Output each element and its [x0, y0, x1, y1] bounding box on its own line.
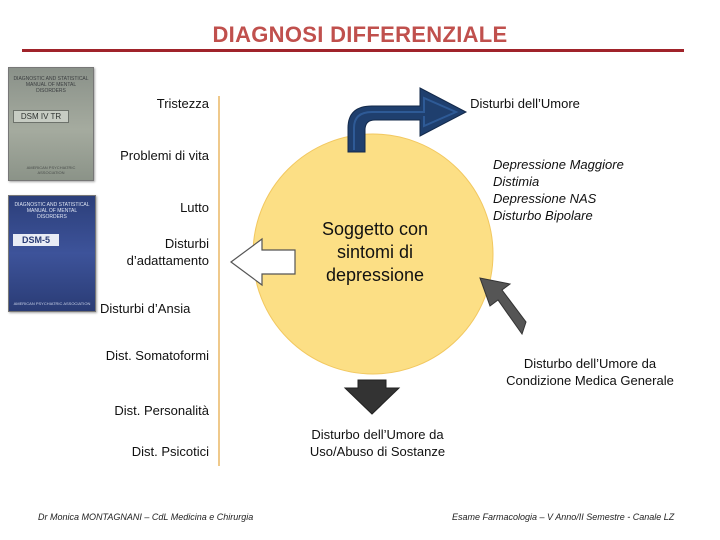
item-dist-personalita: Dist. Personalità — [114, 402, 209, 419]
label-uso-abuso-sostanze: Disturbo dell’Umore da Uso/Abuso di Sost… — [285, 426, 470, 460]
item-lutto: Lutto — [180, 199, 209, 216]
mood-item-depressione-nas: Depressione NAS — [493, 190, 653, 207]
label-disturbi-umore: Disturbi dell’Umore — [470, 95, 580, 112]
arrow-down-right — [480, 278, 526, 334]
item-disturbi-ansia: Disturbi d’Ansia — [100, 300, 190, 317]
mood-item-depressione-maggiore: Depressione Maggiore — [493, 156, 653, 173]
label-condizione-medica: Disturbo dell’Umore da Condizione Medica… — [500, 355, 680, 389]
mood-item-distimia: Distimia — [493, 173, 653, 190]
item-dist-somatoformi: Dist. Somatoformi — [106, 347, 209, 364]
mood-disorders-list: Depressione Maggiore Distimia Depression… — [493, 156, 653, 224]
arrow-down — [345, 380, 399, 414]
item-dist-psicotici: Dist. Psicotici — [132, 443, 209, 460]
item-disturbi-adattamento: Disturbi d’adattamento — [89, 235, 209, 269]
footer-left: Dr Monica MONTAGNANI – CdL Medicina e Ch… — [38, 512, 253, 522]
footer-right: Esame Farmacologia – V Anno/II Semestre … — [452, 512, 674, 522]
item-tristezza: Tristezza — [157, 95, 209, 112]
center-text: Soggetto con sintomi di depressione — [300, 218, 450, 287]
item-problemi-di-vita: Problemi di vita — [120, 147, 209, 164]
mood-item-disturbo-bipolare: Disturbo Bipolare — [493, 207, 653, 224]
